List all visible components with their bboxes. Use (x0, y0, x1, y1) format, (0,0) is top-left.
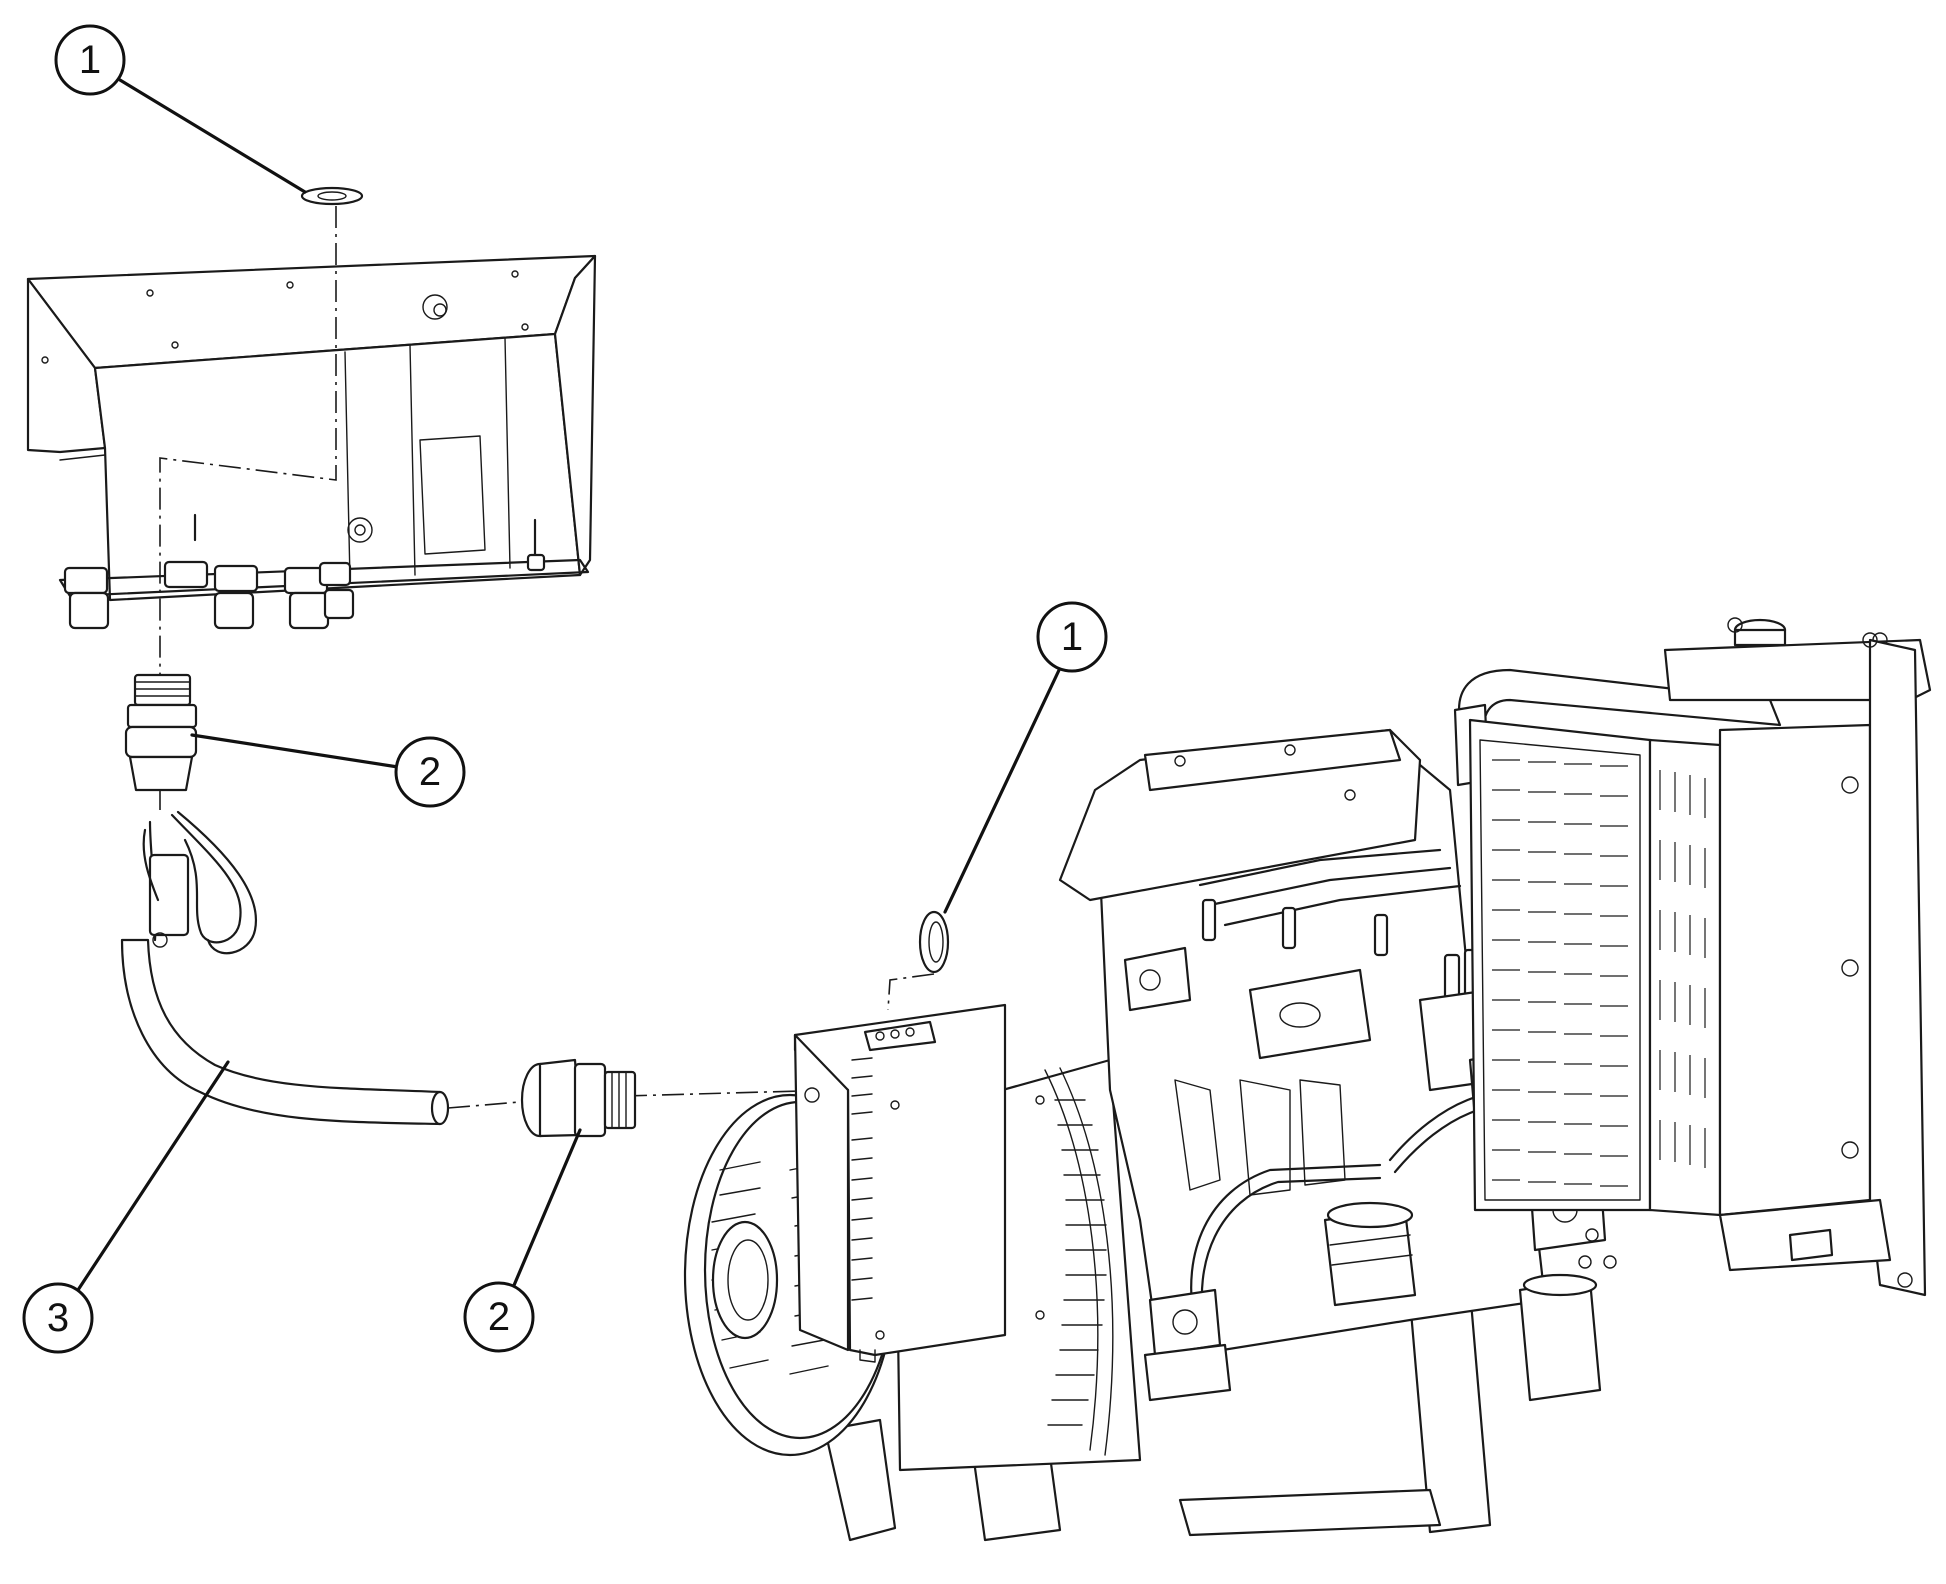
control-box (26, 254, 597, 630)
cable-gland-lower (520, 1058, 637, 1138)
callout-leader-1-lower (943, 666, 1062, 914)
radiator-side-slots (1659, 770, 1706, 1168)
box-glands (63, 553, 546, 630)
centerline-lower (447, 1089, 836, 1109)
callout-leader-1-top (118, 78, 307, 194)
radiator (1453, 617, 1932, 1297)
callout-label-2-lower: 2 (488, 1295, 510, 1339)
generator-engine-assembly (683, 617, 1932, 1542)
centerline-grommet-lower (887, 973, 935, 1011)
callout-bubble-2-upper (394, 736, 466, 808)
centerline-top (159, 206, 337, 680)
callout-leader-2-upper (190, 733, 400, 769)
terminal-box-vents (851, 1057, 873, 1301)
callout-label-3: 3 (47, 1296, 69, 1340)
callout-bubble-3 (22, 1282, 94, 1354)
callout-label-1-top: 1 (79, 38, 101, 82)
cable-gland-upper (124, 673, 198, 792)
grommet-top (300, 186, 364, 206)
callout-leader-2-lower (510, 1128, 582, 1292)
callout-bubble-1-lower (1036, 601, 1108, 673)
callouts: 1 1 2 2 3 (22, 24, 1108, 1354)
conduit-harness (120, 810, 450, 1126)
callout-bubble-2-lower (463, 1281, 535, 1353)
stator-fins (1047, 1099, 1107, 1426)
callout-leader-3 (76, 1060, 230, 1292)
callout-bubble-1-top (54, 24, 126, 96)
callout-label-2-upper: 2 (419, 750, 441, 794)
callout-label-1-lower: 1 (1061, 615, 1083, 659)
grommet-lower (918, 910, 950, 974)
radiator-grille (1492, 759, 1628, 1187)
